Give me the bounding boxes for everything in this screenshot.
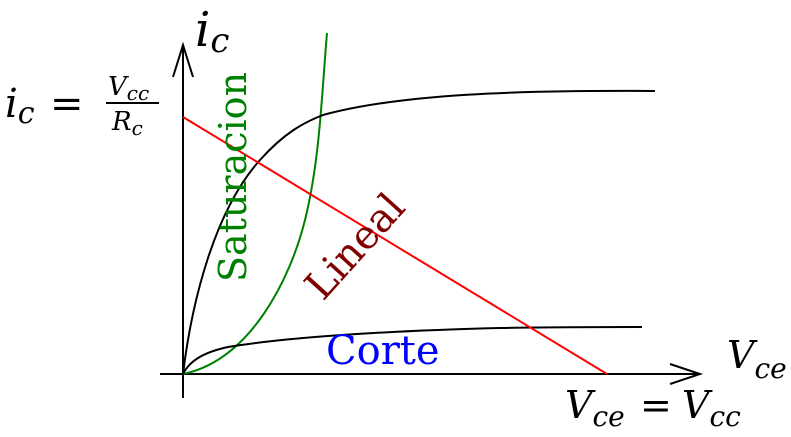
x-axis-label-sub: ce xyxy=(754,352,786,385)
upper-characteristic-curve xyxy=(182,89,656,375)
y-axis-label-var: i xyxy=(195,2,210,58)
axes xyxy=(160,41,704,398)
y-axis-arrowhead xyxy=(172,41,194,78)
vce-max-equals: = xyxy=(640,383,672,427)
vce-max-rhs-var: V xyxy=(682,383,713,427)
ic-max-denominator: Rc xyxy=(111,107,143,140)
ic-max-equals: = xyxy=(50,81,84,127)
y-axis-label-sub: c xyxy=(210,21,229,61)
vce-max-lhs-sub: ce xyxy=(592,400,624,433)
ic-max-num-sub: cc xyxy=(127,81,149,105)
y-axis-label: ic xyxy=(195,2,229,61)
ic-max-num-var: V xyxy=(108,72,129,102)
lower-characteristic-curve xyxy=(182,326,643,375)
ic-max-den-var: R xyxy=(111,107,132,137)
ic-max-lhs: ic xyxy=(5,81,35,131)
vce-max-rhs-sub: cc xyxy=(709,400,741,433)
vce-max-lhs: Vce xyxy=(565,383,625,433)
cutoff-region-label: Corte xyxy=(326,328,440,374)
ic-max-den-sub: c xyxy=(132,116,143,140)
x-axis-label-var: V xyxy=(727,333,758,377)
ic-max-lhs-sub: c xyxy=(18,96,35,131)
vce-max-annotation: Vce = Vcc xyxy=(565,383,741,433)
vce-max-rhs: Vcc xyxy=(682,383,741,433)
ic-max-annotation: ic = Vcc Rc xyxy=(5,72,159,140)
saturation-region-label: Saturacion xyxy=(211,72,255,282)
x-axis-label: Vce xyxy=(727,333,787,385)
saturation-boundary-curve xyxy=(182,32,328,375)
load-line xyxy=(182,116,608,375)
x-axis-arrowhead xyxy=(669,363,704,385)
ic-max-lhs-var: i xyxy=(5,81,18,127)
ic-max-numerator: Vcc xyxy=(108,72,149,105)
vce-max-lhs-var: V xyxy=(565,383,596,427)
